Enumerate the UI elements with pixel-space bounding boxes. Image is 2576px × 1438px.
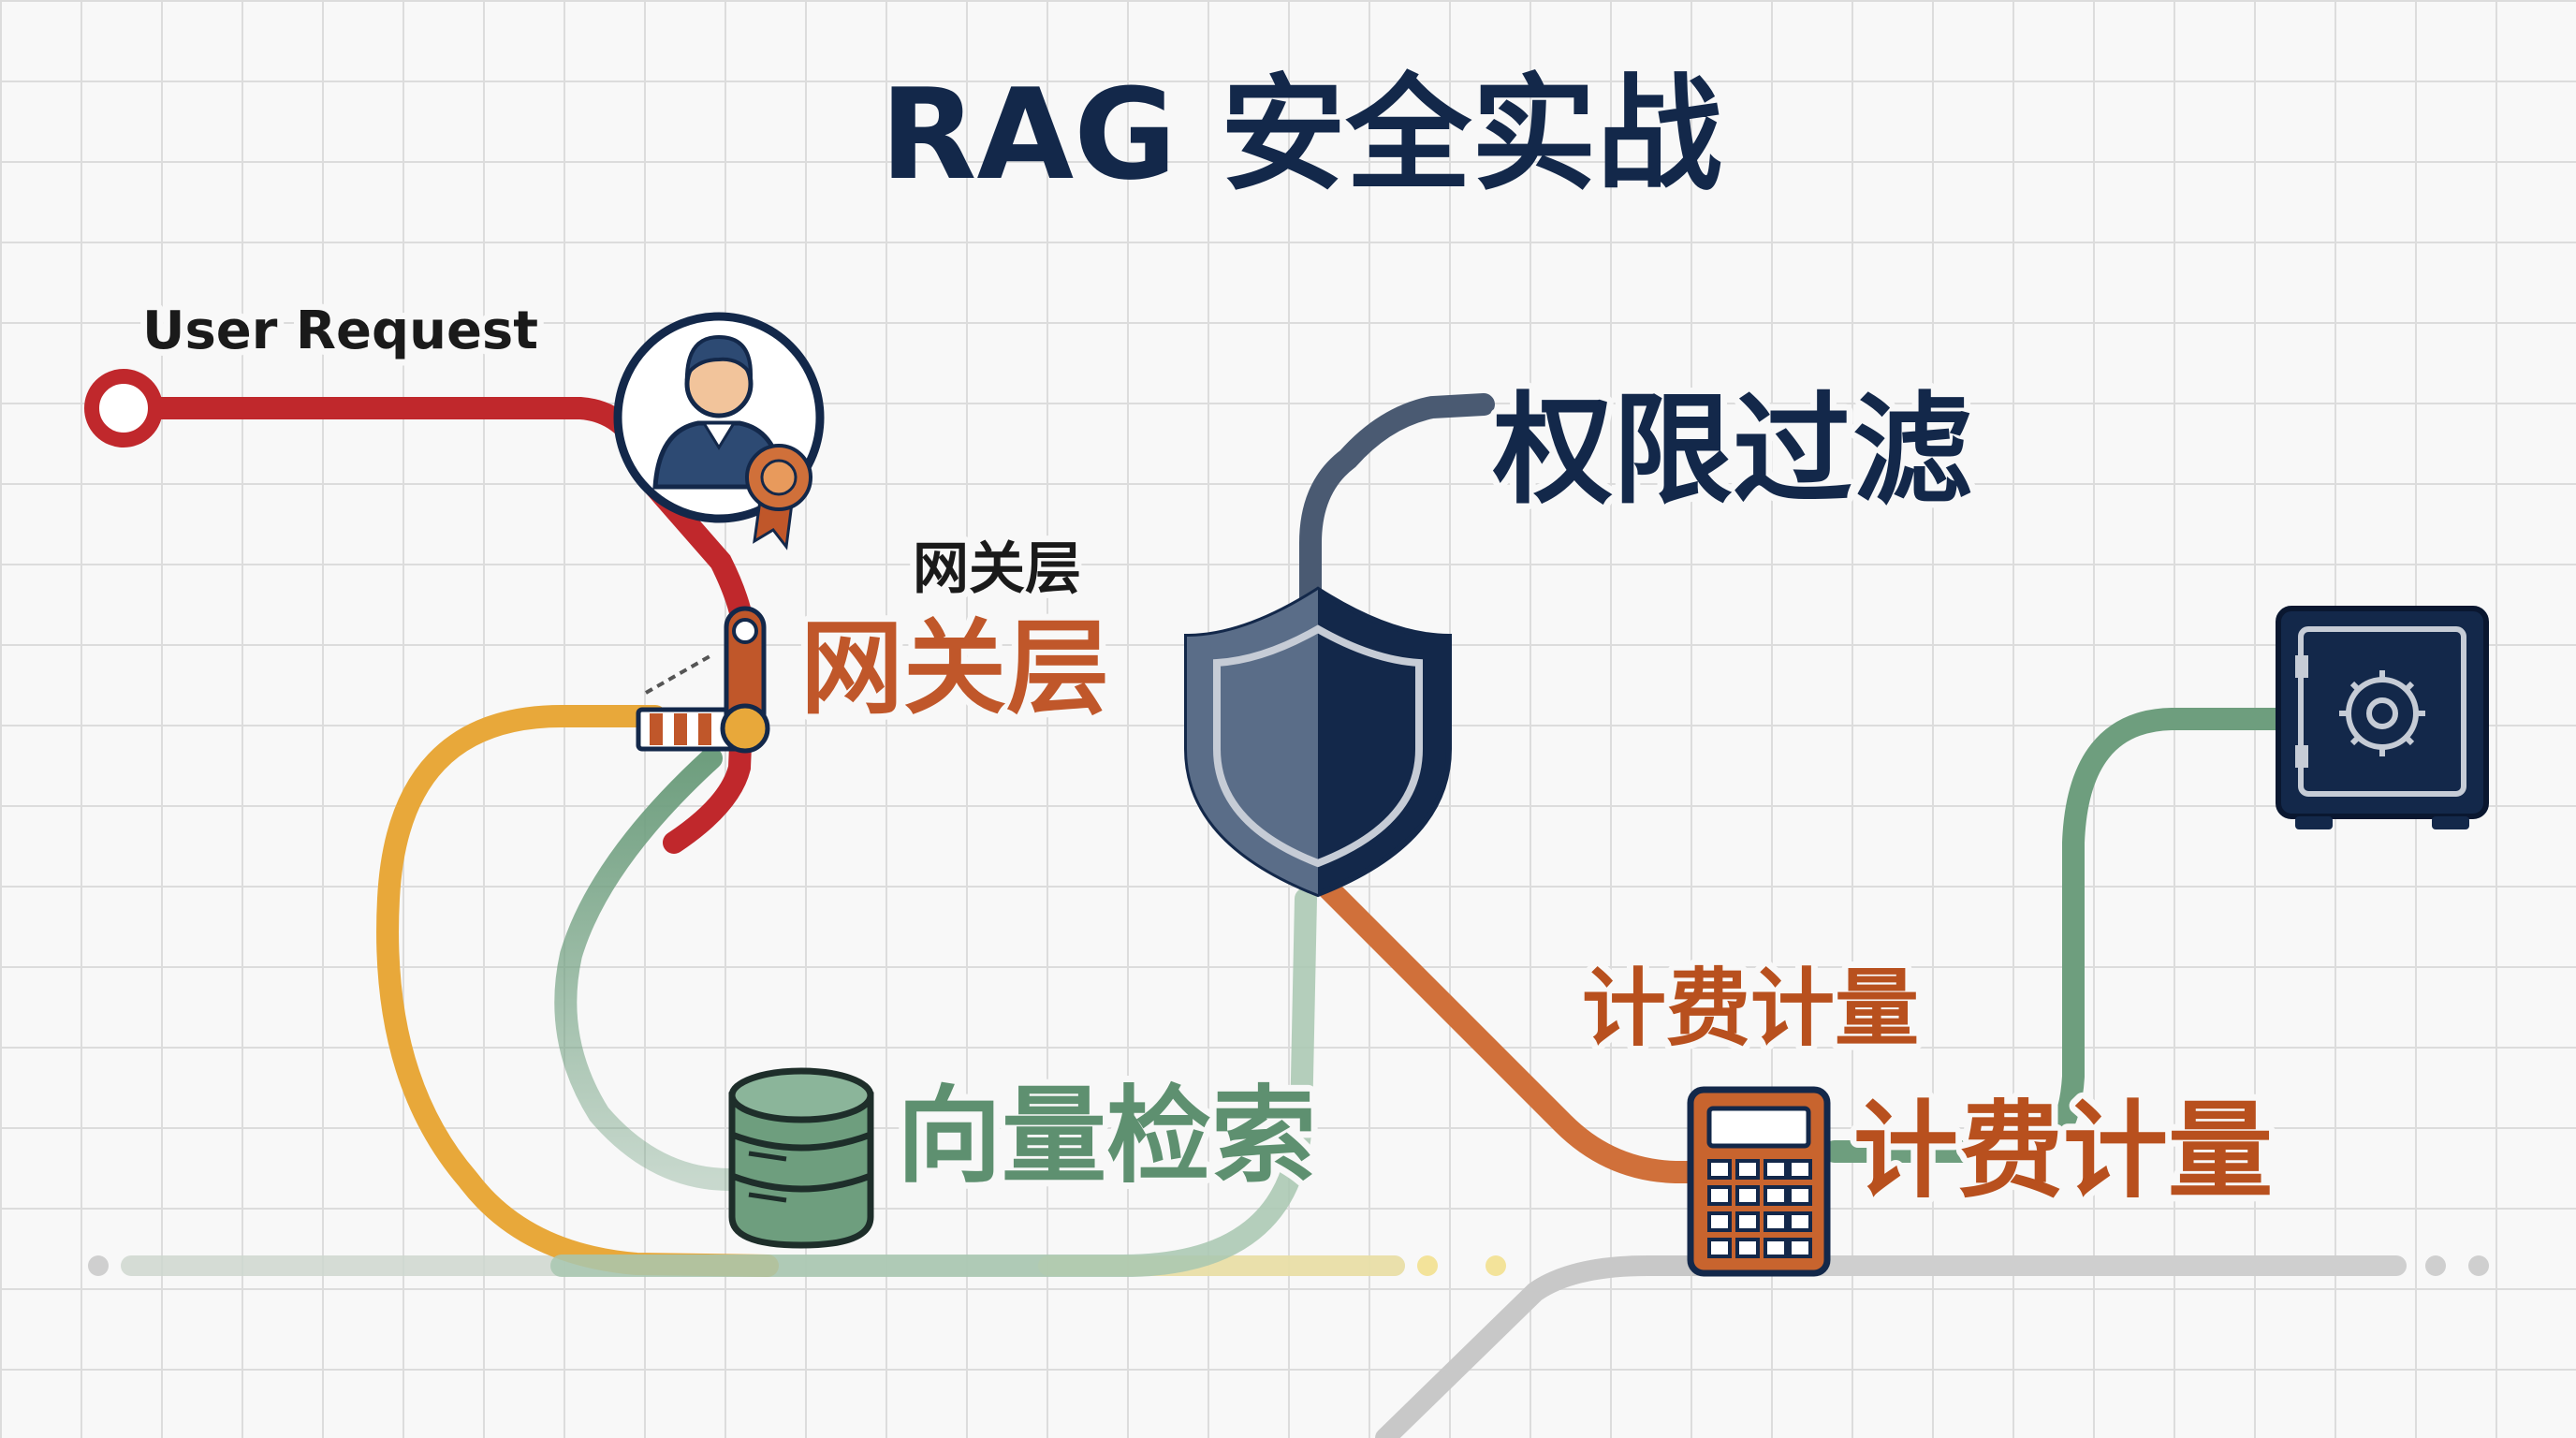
green-vector-line <box>554 747 741 1191</box>
orange-line <box>1309 869 1715 1183</box>
safe-icon <box>2276 606 2489 829</box>
yellow-line <box>376 705 779 1277</box>
start-station <box>84 369 163 448</box>
green-bottom-line <box>550 888 1317 1277</box>
green-safe-line <box>1823 708 2295 1163</box>
vector-search-label: 向量检索 <box>897 1076 1316 1197</box>
baseline-track <box>88 1255 2489 1276</box>
gate-barrier-icon <box>636 606 770 754</box>
gateway-small-label: 网关层 <box>913 536 1081 602</box>
database-icon <box>728 1067 874 1249</box>
page-title: RAG 安全实战 <box>880 62 1722 208</box>
calculator-icon <box>1687 1086 1831 1277</box>
user-badge-icon <box>613 312 825 550</box>
billing-label: 计费计量 <box>1853 1091 2273 1212</box>
shield-icon <box>1184 586 1452 898</box>
gateway-label: 网关层 <box>800 609 1109 728</box>
gray-line <box>1375 1255 1808 1438</box>
permission-filter-label: 权限过滤 <box>1492 381 1972 521</box>
billing-small-label: 计费计量 <box>1582 960 1919 1058</box>
navy-line <box>1299 393 1495 610</box>
user-request-label: User Request <box>142 301 538 361</box>
